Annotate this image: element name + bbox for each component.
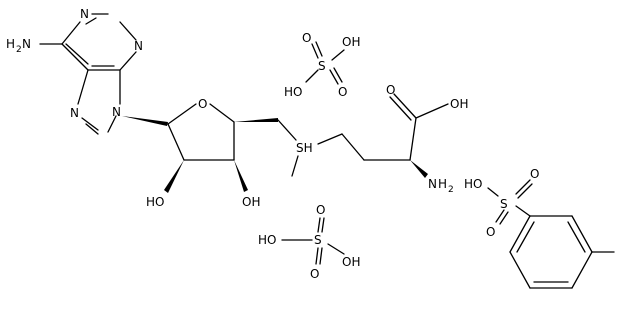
sulfate-bottom-o-down: O bbox=[310, 267, 319, 281]
amine-h-label: H bbox=[6, 37, 15, 51]
sulfate-bottom-oh-right: OH bbox=[342, 255, 360, 269]
purine-n9-label: N bbox=[112, 105, 121, 119]
sulfonium-label: SH bbox=[296, 141, 313, 155]
ribose-bonds bbox=[122, 103, 297, 193]
tosylate-o-down: O bbox=[486, 225, 495, 239]
sulfate-top-oh-right: OH bbox=[342, 35, 360, 49]
sulfate-top-s-label: S bbox=[318, 59, 326, 73]
sulfate-bottom: S O O OH HO bbox=[258, 203, 360, 281]
sulfate-bottom-ho-left: HO bbox=[258, 233, 276, 247]
amine-h-subscript: 2 bbox=[16, 45, 22, 55]
hydroxyl-3-label: OH bbox=[242, 195, 260, 209]
adenine-labels: H 2 N N N N N bbox=[6, 7, 143, 120]
purine-n3-label: N bbox=[134, 39, 143, 53]
hydroxyl-2-label: HO bbox=[146, 195, 164, 209]
amine-n-label: N bbox=[22, 37, 31, 51]
amino-h-label: H bbox=[438, 177, 447, 191]
sulfate-top-o-up: O bbox=[302, 31, 311, 45]
tosylate-o-up: O bbox=[530, 167, 539, 181]
purine-n7-label: N bbox=[70, 106, 79, 120]
methionine-bonds bbox=[291, 93, 449, 178]
amino-n-label: N bbox=[428, 177, 437, 191]
sulfate-top-o-down: O bbox=[338, 85, 347, 99]
acid-hydroxyl-label: OH bbox=[450, 97, 468, 111]
sulfate-bottom-o-up: O bbox=[316, 203, 325, 217]
tosylate-s-label: S bbox=[500, 197, 508, 211]
sulfate-top: S O O OH HO bbox=[284, 31, 360, 99]
ribose-labels: O HO OH bbox=[146, 97, 260, 209]
tosylate: HO S O O bbox=[464, 167, 615, 289]
adenine-bonds bbox=[39, 13, 137, 135]
sulfate-top-ho-left: HO bbox=[284, 85, 302, 99]
ring-oxygen-label: O bbox=[198, 97, 207, 111]
amino-h-subscript: 2 bbox=[448, 185, 454, 195]
sulfate-bottom-s-label: S bbox=[314, 233, 322, 247]
methionine-labels: SH O OH N H 2 bbox=[296, 83, 468, 195]
acid-oxygen-label: O bbox=[386, 83, 395, 97]
tosylate-ho-label: HO bbox=[464, 177, 482, 191]
purine-n1-label: N bbox=[80, 7, 89, 21]
